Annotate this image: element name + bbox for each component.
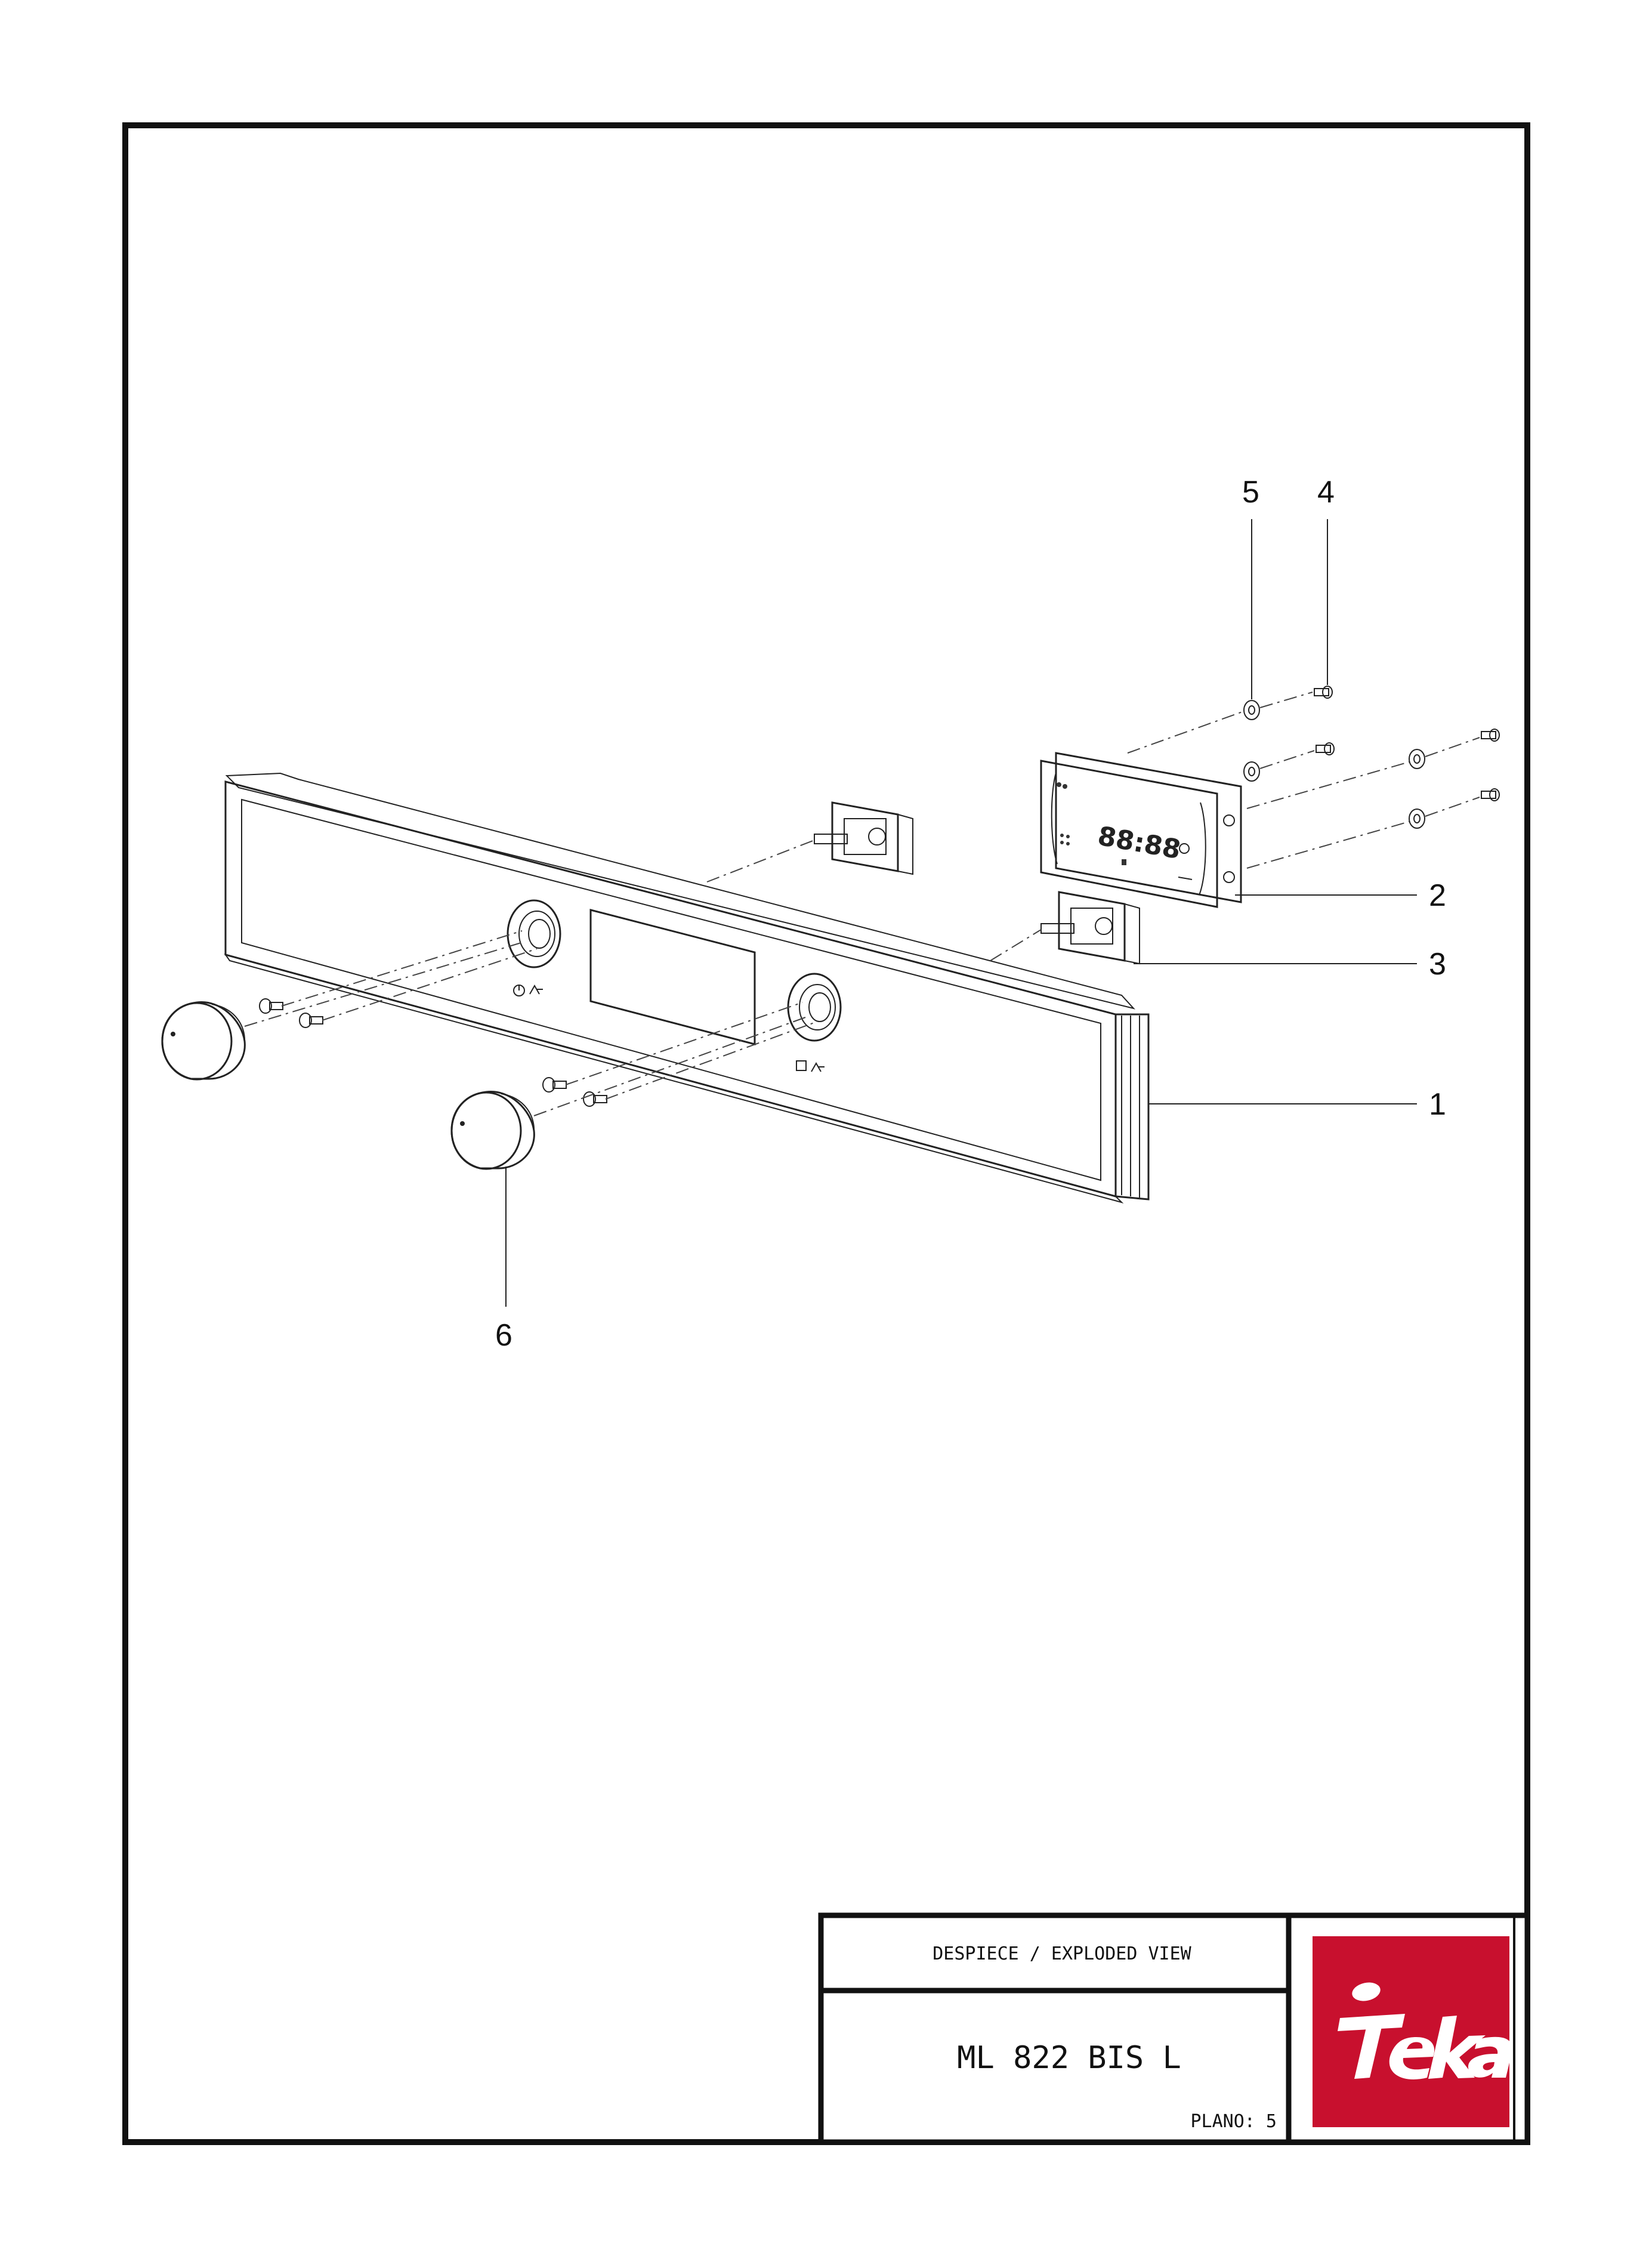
title-block-model: ML 822 BIS L — [957, 2040, 1181, 2076]
selector-switch-upper — [814, 801, 913, 875]
callout-1: 1 — [1429, 1087, 1446, 1122]
washer — [1409, 809, 1425, 829]
programmer-display-digits: 88:88 — [1095, 821, 1183, 866]
electronic-programmer: 88:88 — [1040, 752, 1242, 908]
front-panel — [224, 772, 1150, 1204]
screw — [1481, 729, 1500, 742]
sheet-border — [122, 122, 1530, 2145]
logo-background — [1313, 1936, 1509, 2127]
callout-5: 5 — [1242, 475, 1259, 510]
function-symbol-icon — [796, 1060, 825, 1072]
knob-screw — [259, 998, 283, 1014]
screw — [1481, 788, 1500, 801]
washer-5 — [1243, 700, 1260, 720]
title-block-sheet-number: PLANO: 5 — [1191, 2111, 1277, 2132]
washer — [1243, 761, 1260, 782]
right-knob — [450, 1091, 535, 1170]
callout-6: 6 — [495, 1318, 512, 1353]
display-window — [589, 909, 756, 1045]
callout-leaders — [505, 519, 1417, 1307]
right-knob-bezel — [787, 973, 842, 1042]
title-block-heading: DESPIECE / EXPLODED VIEW — [932, 1943, 1191, 1964]
callout-2: 2 — [1429, 878, 1446, 913]
left-knob-bezel — [507, 899, 561, 968]
washer — [1409, 749, 1425, 769]
selector-switch-lower — [1040, 891, 1140, 965]
knob-screw — [542, 1077, 567, 1093]
left-knob — [161, 1001, 246, 1081]
knob-screw — [299, 1013, 323, 1028]
screw — [1316, 742, 1335, 755]
callout-3: 3 — [1429, 947, 1446, 982]
screw-4 — [1314, 686, 1333, 699]
teka-logo — [1313, 1936, 1512, 2127]
callout-4: 4 — [1317, 475, 1335, 510]
power-symbol-icon — [513, 984, 543, 996]
knob-screw — [583, 1091, 607, 1107]
assembly-lines — [244, 692, 1480, 1116]
